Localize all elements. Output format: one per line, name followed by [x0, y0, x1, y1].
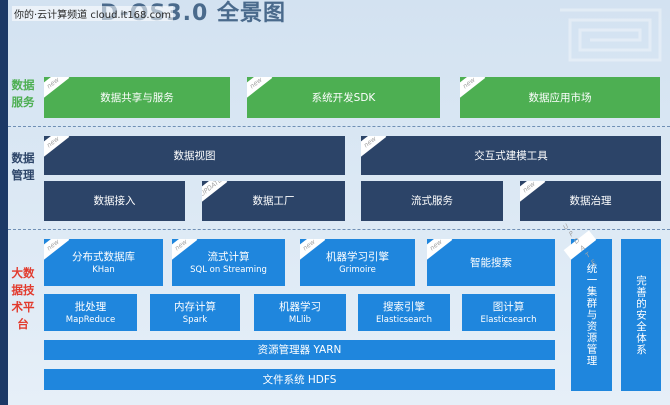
- search-engine-box: 搜索引擎 Elasticsearch: [358, 294, 450, 331]
- new-tag: new: [44, 77, 70, 98]
- in-memory-computing-box: 内存计算 Spark: [150, 294, 240, 331]
- smart-search-box: new 智能搜索: [427, 239, 555, 286]
- new-tag: new: [460, 77, 486, 98]
- new-tag: new: [427, 239, 453, 260]
- data-governance-box: new 数据治理: [520, 181, 661, 221]
- section-label-data-services: 数据服务: [11, 78, 35, 109]
- ml-engine-box: new 机器学习引擎 Grimoire: [300, 239, 415, 286]
- batch-processing-box: 批处理 MapReduce: [44, 294, 137, 331]
- hdfs-file-system-box: 文件系统 HDFS: [44, 369, 555, 390]
- security-system-box: 完善的安全体系: [621, 239, 661, 391]
- data-app-market-box: new 数据应用市场: [460, 77, 660, 118]
- data-ingest-box: 数据接入: [44, 181, 185, 221]
- data-factory-box: UPDATE 数据工厂: [202, 181, 345, 221]
- yarn-resource-manager-box: 资源管理器 YARN: [44, 340, 555, 360]
- new-tag: new: [247, 77, 273, 98]
- system-sdk-box: new 系统开发SDK: [247, 77, 440, 118]
- left-accent-bar: [0, 0, 8, 405]
- section-divider-1: [8, 126, 670, 127]
- interactive-modeling-box: new 交互式建模工具: [361, 136, 661, 175]
- section-label-bigdata-platform: 大数据技术平台: [11, 266, 35, 331]
- distributed-db-box: new 分布式数据库 KHan: [44, 239, 163, 286]
- graph-computing-box: 图计算 Elasticsearch: [462, 294, 555, 331]
- data-view-box: new 数据视图: [44, 136, 345, 175]
- machine-learning-box: 机器学习 MLlib: [254, 294, 346, 331]
- unified-cluster-management-box: UPDATE 统一集群与资源管理: [560, 221, 612, 391]
- new-tag: new: [44, 136, 70, 157]
- data-sharing-service-box: new 数据共享与服务: [44, 77, 230, 118]
- site-watermark: 你的·云计算频道 cloud.it168.com: [12, 6, 173, 21]
- section-divider-2: [8, 229, 670, 230]
- update-tag: UPDATE: [202, 181, 228, 202]
- new-tag: new: [44, 239, 70, 260]
- new-tag: new: [520, 181, 546, 202]
- stream-computing-box: new 流式计算 SQL on Streaming: [172, 239, 285, 286]
- new-tag: new: [300, 239, 326, 260]
- update-tag: UPDATE: [560, 221, 600, 269]
- new-tag: new: [361, 136, 387, 157]
- maze-pattern-decoration: [560, 8, 662, 62]
- stream-service-box: 流式服务: [361, 181, 503, 221]
- new-tag: new: [172, 239, 198, 260]
- section-label-data-management: 数据管理: [11, 151, 35, 182]
